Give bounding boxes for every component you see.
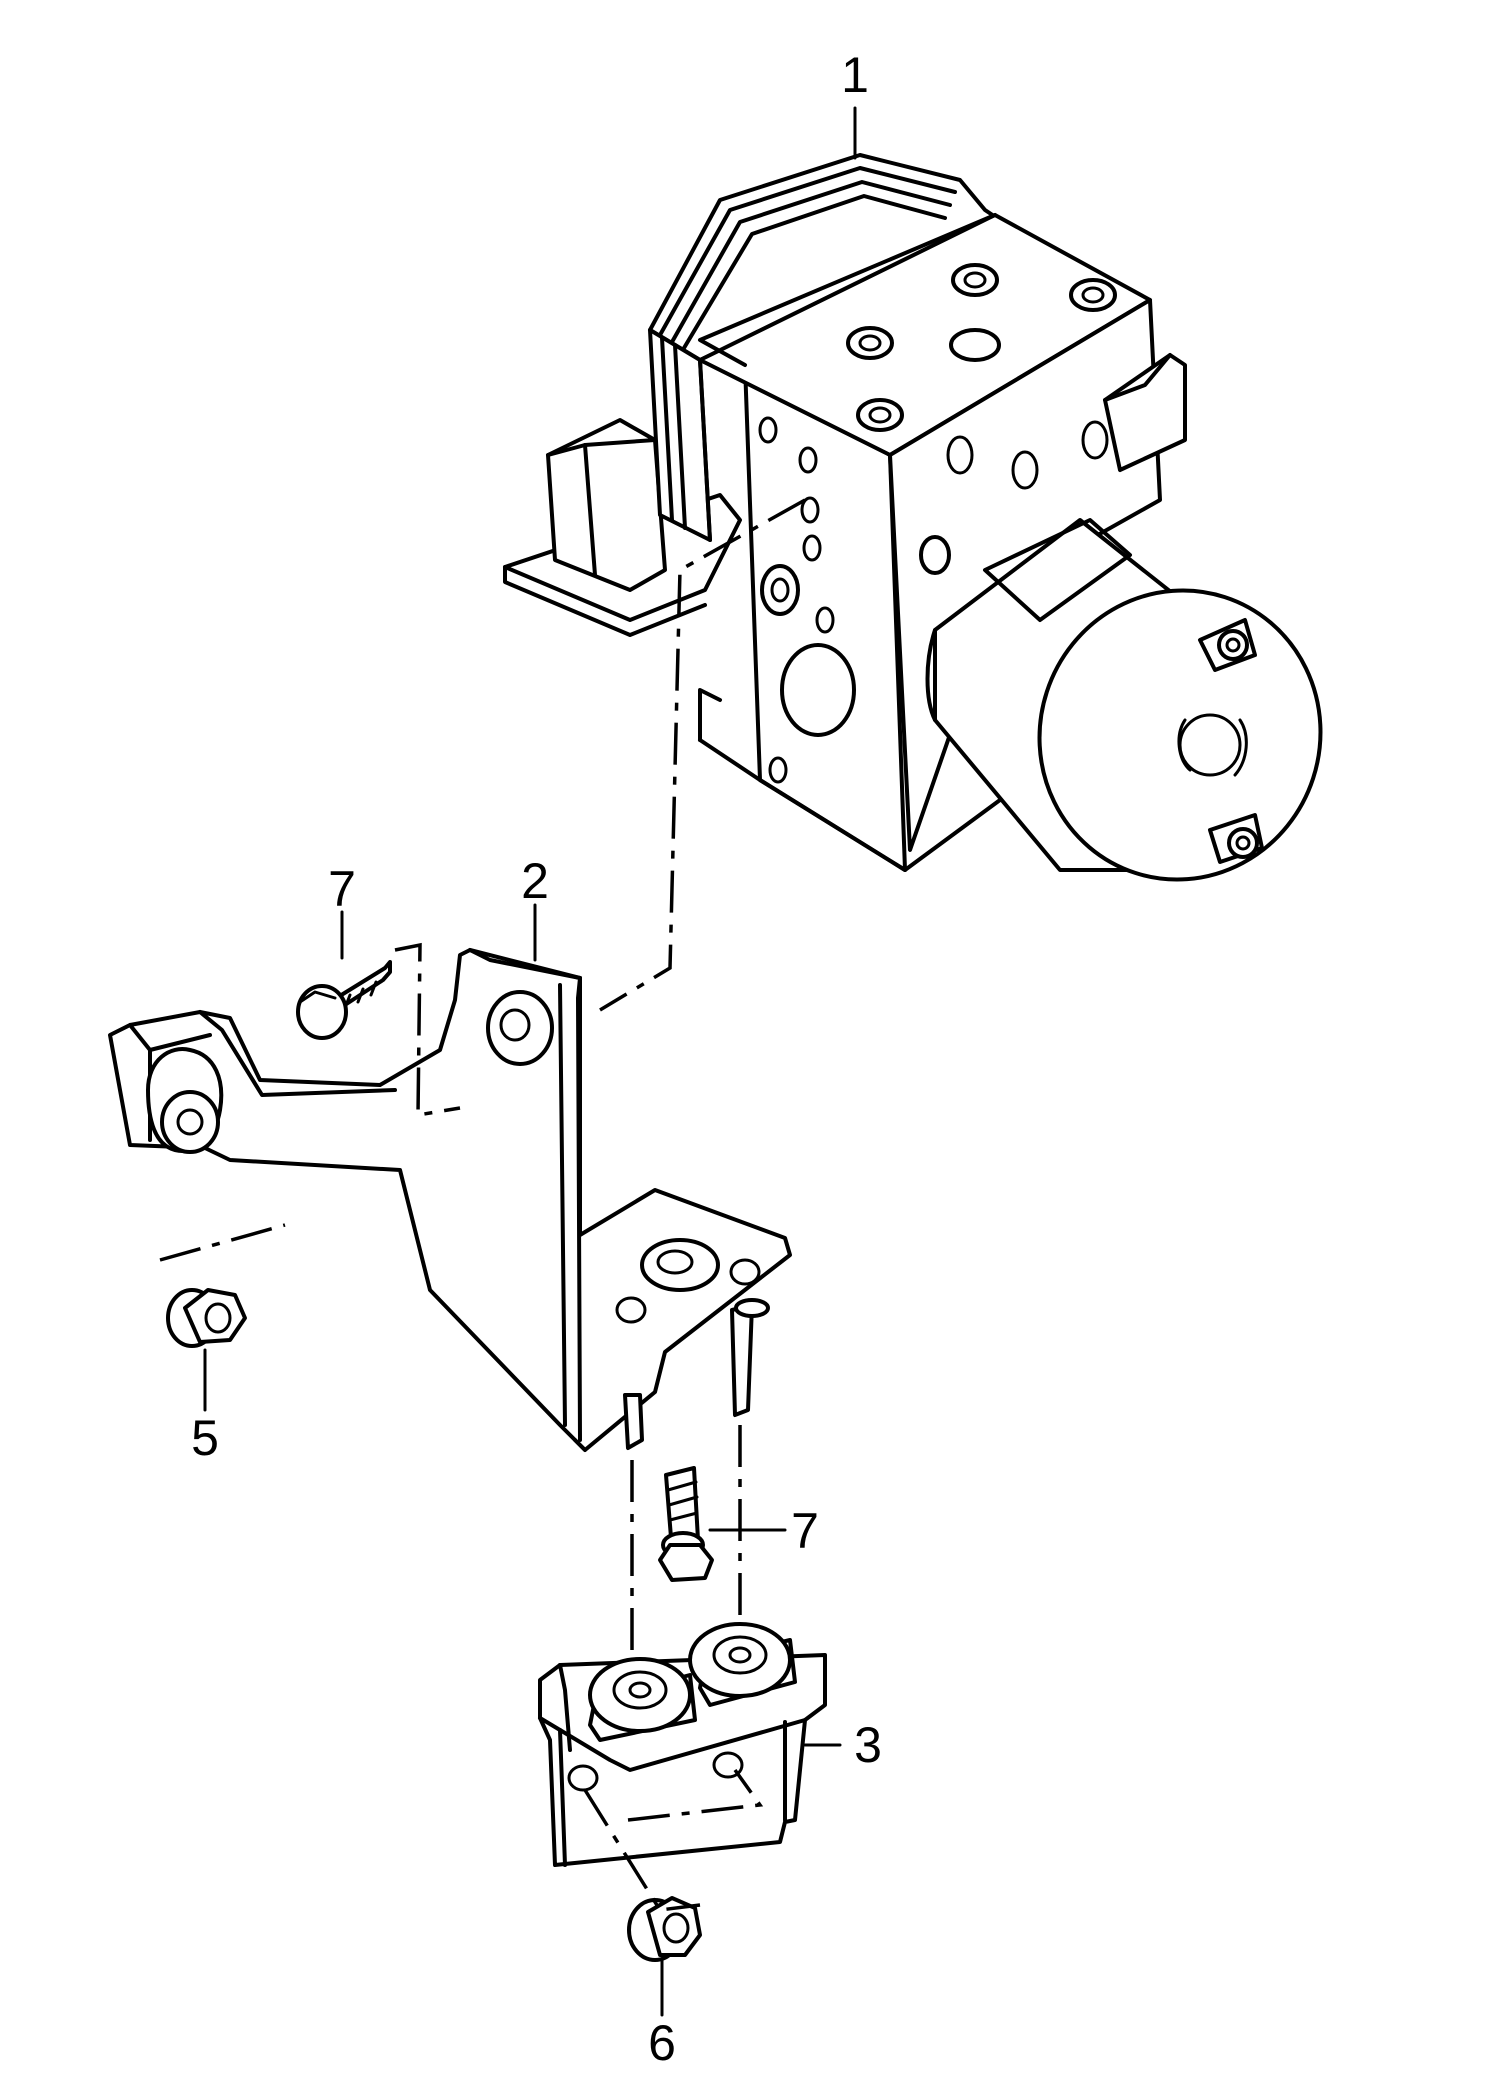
callout-labels: 1 2 7 7 3 5 6 bbox=[191, 47, 882, 2071]
callout-1: 1 bbox=[841, 47, 869, 103]
callout-leaders bbox=[203, 106, 857, 2017]
rubber-mount bbox=[688, 1622, 797, 1707]
abs-control-unit bbox=[503, 153, 1323, 882]
flange-nut bbox=[166, 1288, 247, 1348]
callout-6: 6 bbox=[648, 2015, 676, 2071]
hydraulic-port bbox=[856, 398, 904, 432]
hydraulic-port bbox=[846, 326, 894, 360]
flange-nut bbox=[627, 1896, 702, 1962]
callout-3: 3 bbox=[854, 1717, 882, 1773]
hydraulic-port bbox=[951, 263, 999, 297]
callout-7-lower: 7 bbox=[791, 1503, 819, 1559]
mounting-bracket bbox=[108, 948, 792, 1452]
assembly-guide-lines bbox=[159, 498, 806, 1912]
callout-5: 5 bbox=[191, 1410, 219, 1466]
callout-2: 2 bbox=[521, 853, 549, 909]
hex-bolt bbox=[296, 960, 392, 1040]
rubber-mount bbox=[588, 1657, 697, 1742]
lower-bracket bbox=[538, 1622, 827, 1867]
hydraulic-port bbox=[1069, 278, 1117, 312]
callout-7-upper: 7 bbox=[328, 861, 356, 917]
hex-bolt bbox=[658, 1466, 714, 1582]
